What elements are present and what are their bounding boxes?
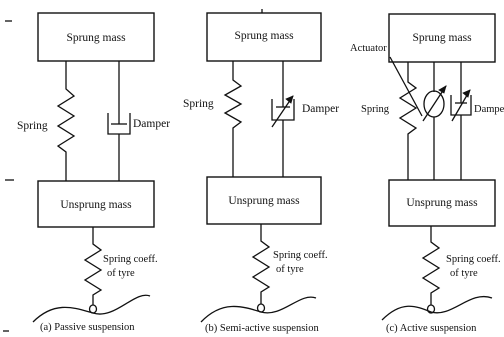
spring	[223, 61, 243, 177]
spring-label: Spring	[361, 104, 390, 115]
spring	[398, 62, 418, 180]
sprung-mass-box	[388, 13, 496, 63]
caption: (c) Active suspension	[386, 323, 477, 334]
tyre-spring	[421, 226, 441, 305]
sprung-mass-box	[206, 12, 322, 62]
road-profile	[200, 296, 317, 323]
tyre-spring	[83, 227, 103, 305]
tyre-label-line2: of tyre	[450, 268, 478, 279]
unsprung-mass-label: Unsprung mass	[60, 199, 132, 211]
tyre-label-line1: Spring coeff.	[446, 254, 501, 265]
panel-passive: Sprung mass Spring Damper Unsprung mass …	[17, 12, 170, 333]
tyre-spring	[251, 224, 271, 304]
caption: (b) Semi-active suspension	[205, 323, 319, 334]
actuator	[422, 62, 447, 180]
sprung-mass-box	[37, 12, 155, 62]
sprung-mass-label: Sprung mass	[66, 32, 126, 44]
damper-label: Dampe	[474, 104, 504, 115]
spring-label: Spring	[17, 120, 48, 132]
caption: (a) Passive suspension	[40, 322, 135, 333]
panel-active: Sprung mass Actuator Spring Dampe Unspru…	[350, 13, 504, 334]
unsprung-mass-label: Unsprung mass	[406, 197, 478, 209]
actuator-leader-line	[389, 56, 423, 117]
variable-damper	[450, 62, 472, 180]
road-profile	[381, 295, 493, 321]
unsprung-mass-box	[37, 180, 155, 228]
unsprung-mass-label: Unsprung mass	[228, 195, 300, 207]
damper-label: Damper	[133, 118, 170, 130]
tyre-label-line2: of tyre	[107, 268, 135, 279]
tyre-contact-point	[426, 304, 436, 314]
panel-semi-active: Sprung mass Spring Damper Unsprung mass …	[183, 9, 339, 334]
tyre-label-line2: of tyre	[276, 264, 304, 275]
variable-damper	[271, 61, 295, 177]
unsprung-mass-box	[388, 179, 496, 227]
sprung-mass-label: Sprung mass	[234, 30, 294, 42]
tyre-label-line1: Spring coeff.	[103, 254, 158, 265]
damper-label: Damper	[302, 103, 339, 115]
tyre-label-line1: Spring coeff.	[273, 250, 328, 261]
spring	[56, 61, 76, 181]
unsprung-mass-box	[206, 176, 322, 225]
actuator-label: Actuator	[350, 43, 387, 54]
sprung-mass-label: Sprung mass	[412, 32, 472, 44]
road-profile	[32, 294, 151, 323]
spring-label: Spring	[183, 98, 214, 110]
damper	[107, 61, 131, 181]
